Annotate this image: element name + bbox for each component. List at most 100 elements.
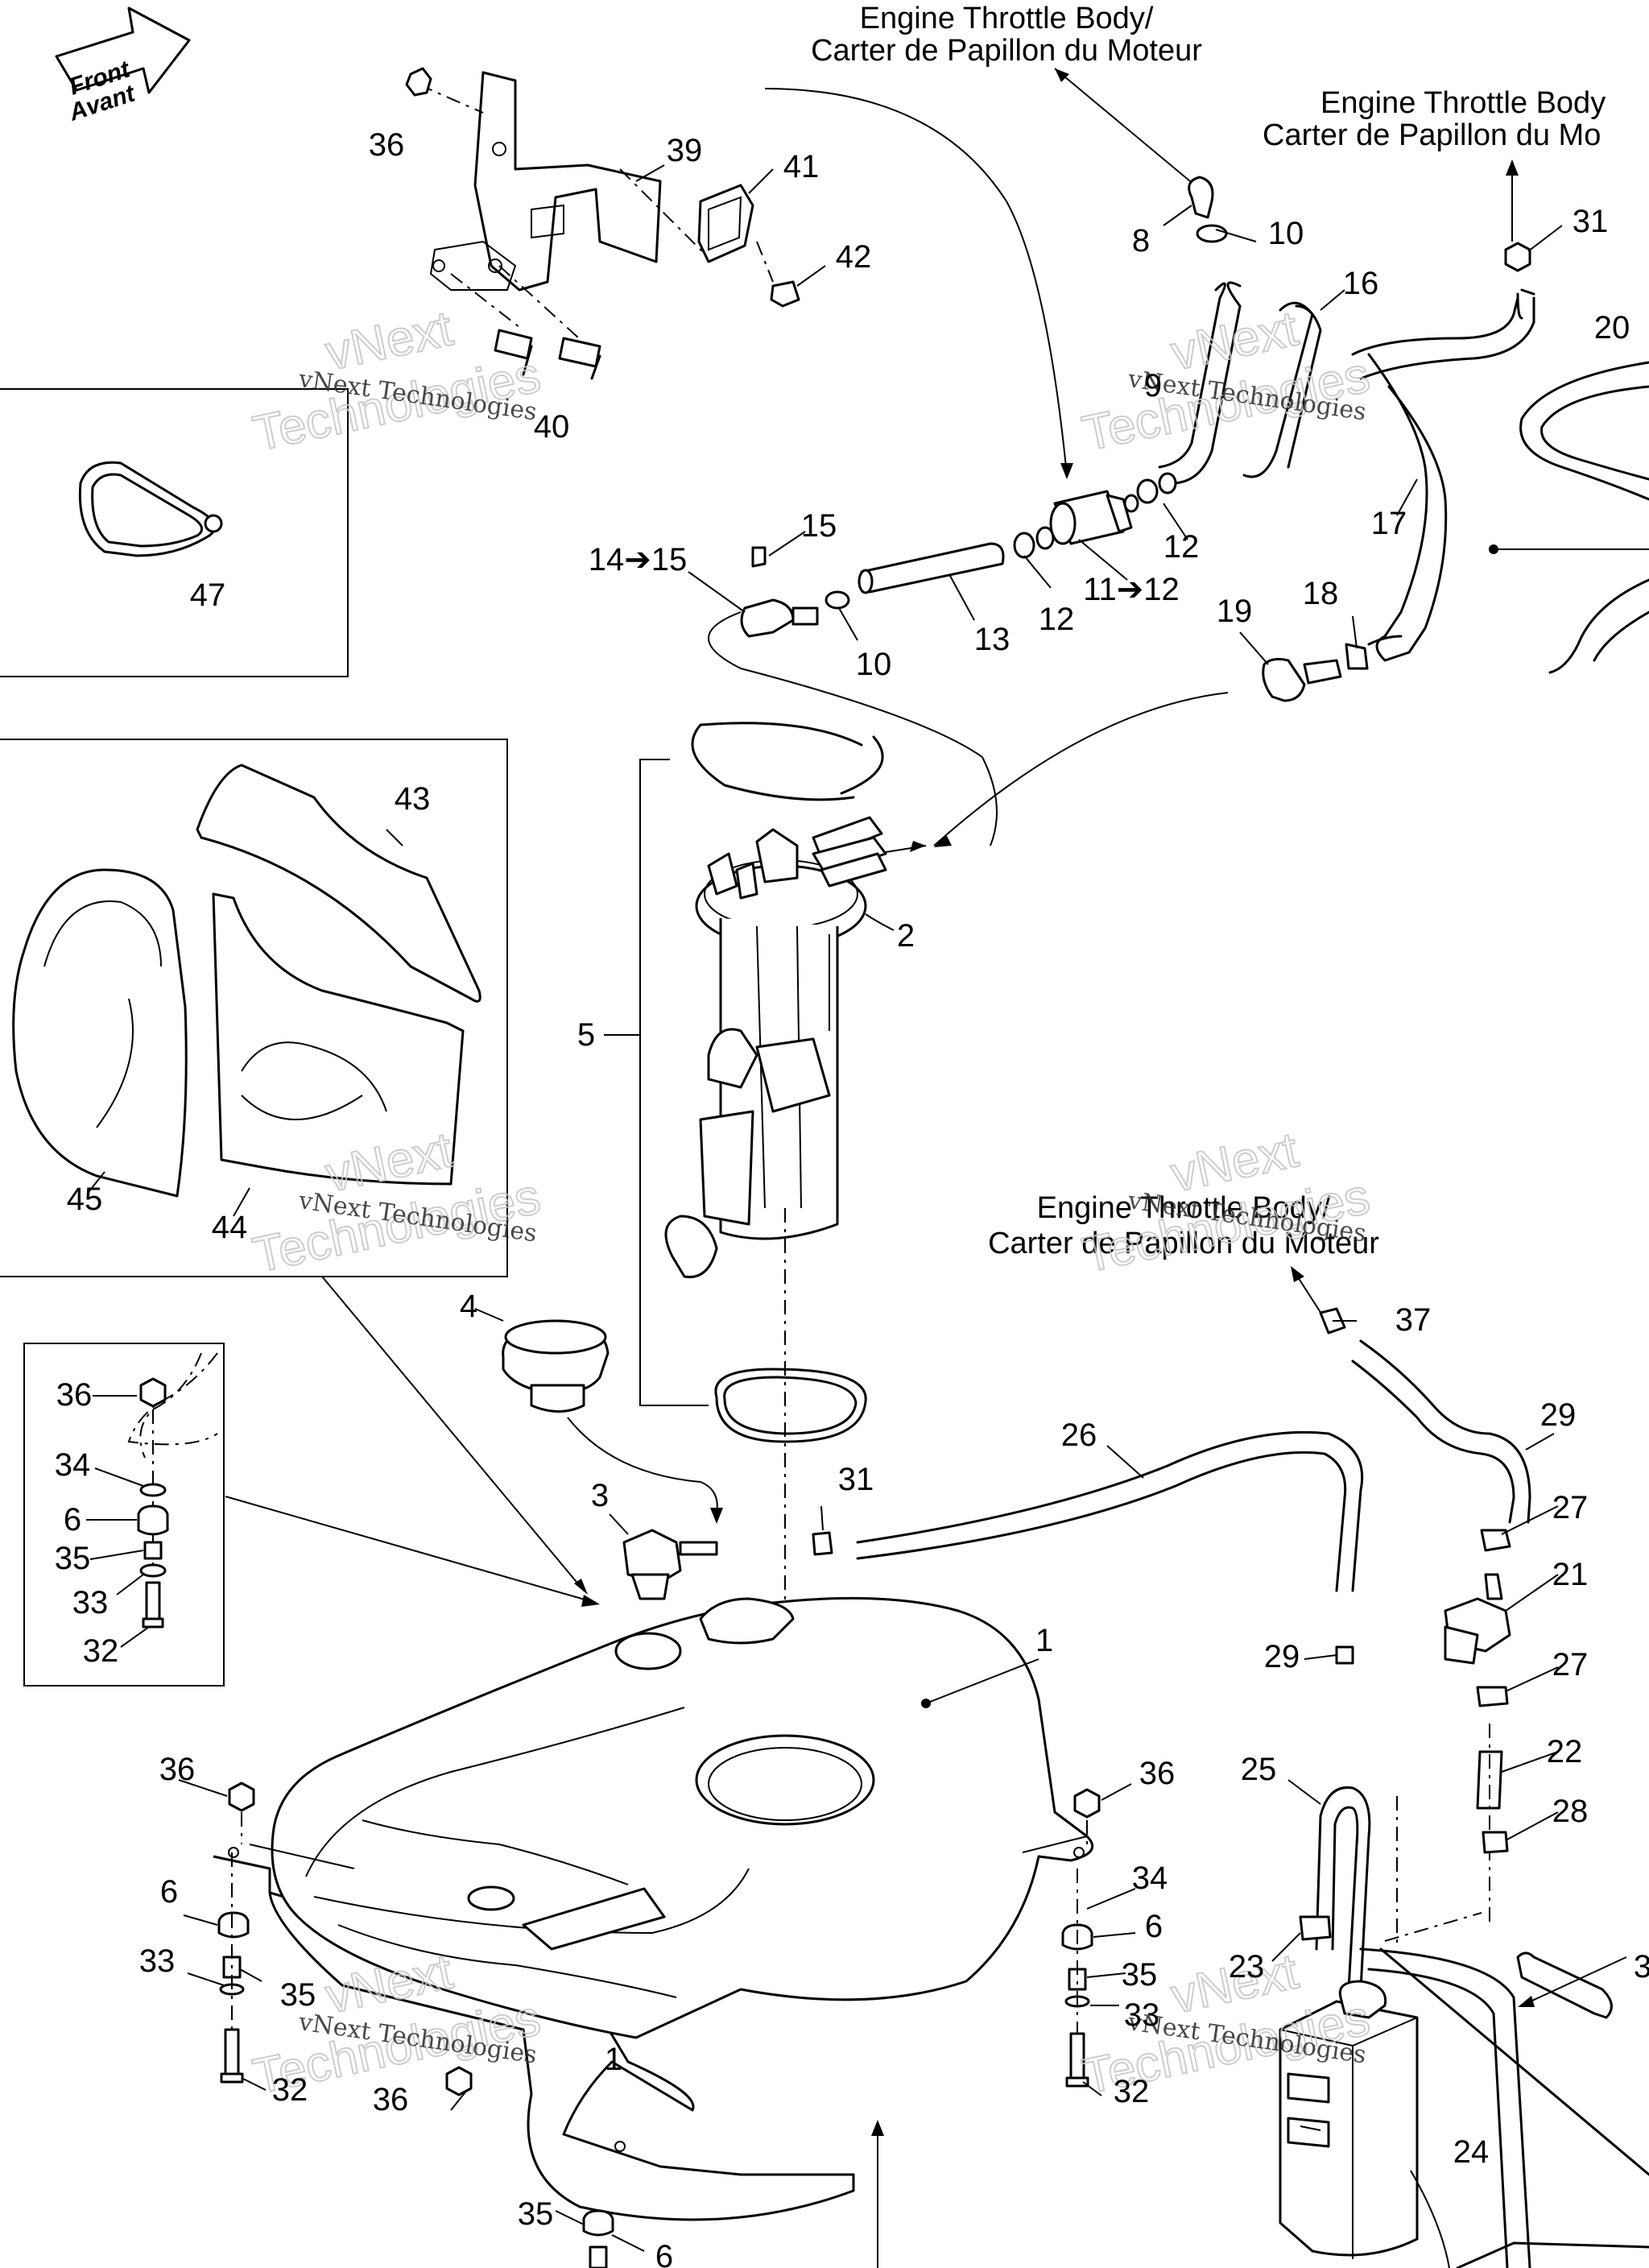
mount-right (1061, 1783, 1136, 2096)
label-32-right: 32 (1114, 2074, 1150, 2109)
label-12-left: 12 (1039, 602, 1075, 637)
label-6-right: 6 (1145, 1909, 1163, 1944)
nut-36-top (405, 67, 432, 97)
label-6-bottom: 6 (655, 2239, 673, 2268)
clamp-41 (697, 184, 754, 263)
label-29-lower: 29 (1264, 1639, 1300, 1674)
label-27-bottom: 27 (1552, 1647, 1589, 1682)
throttle-title-top-line1: Engine Throttle Body/ (860, 2, 1154, 35)
label-35-inset: 35 (55, 1541, 91, 1576)
throttle-title-right-line1: Engine Throttle Body (1320, 86, 1606, 120)
label-36-bottom: 36 (373, 2082, 409, 2117)
canister-24 (1279, 1980, 1450, 2268)
label-10-lower: 10 (856, 647, 892, 682)
clamp-27-top (1480, 1529, 1511, 1552)
fuel-pump-2 (664, 816, 927, 1279)
hose-9-16 (1158, 281, 1322, 485)
label-6-left: 6 (160, 1874, 178, 1910)
lock-ring (691, 722, 884, 801)
hose-lines-right (1359, 1796, 1649, 2268)
label-37: 37 (1395, 1302, 1432, 1338)
hose-17 (1351, 296, 1535, 662)
label-39: 39 (667, 133, 703, 168)
label-5: 5 (577, 1017, 595, 1053)
label-9: 9 (1144, 368, 1162, 404)
valve-3 (609, 1513, 718, 1600)
throttle-title-mid-line2: Carter de Papillon du Moteur (988, 1227, 1379, 1260)
label-28: 28 (1552, 1794, 1589, 1829)
label-41: 41 (783, 149, 820, 184)
label-14-15: 14➔15 (589, 542, 688, 577)
throttle-title-right: Engine Throttle Body Carter de Papillon … (1263, 86, 1606, 242)
inset-box-47 (0, 388, 349, 677)
label-4: 4 (460, 1289, 477, 1324)
inset-box-mount (23, 1343, 600, 1687)
label-2: 2 (897, 918, 915, 954)
label-6-inset: 6 (64, 1502, 81, 1538)
front-arrow: Front Avant (55, 6, 191, 126)
throttle-title-right-line2: Carter de Papillon du Mo (1263, 118, 1601, 152)
clamp-28 (1482, 1831, 1509, 1854)
label-45: 45 (67, 1182, 103, 1217)
bracket-39 (418, 71, 709, 347)
throttle-title-top: Engine Throttle Body/ Carter de Papillon… (811, 2, 1202, 190)
label-21: 21 (1552, 1557, 1589, 1592)
inset-box-shields (0, 739, 508, 1277)
label-20: 20 (1594, 310, 1630, 346)
label-33-left: 33 (139, 1943, 176, 1979)
hose-13 (858, 542, 1005, 594)
valve-21 (1444, 1573, 1511, 1665)
label-36-top: 36 (369, 127, 405, 163)
label-35-left: 35 (280, 1977, 316, 2013)
label-29-upper: 29 (1540, 1397, 1577, 1433)
mount-left (178, 1779, 267, 2091)
fuel-tank-1 (213, 1596, 1094, 2268)
label-22: 22 (1547, 1734, 1583, 1769)
screw-42 (756, 241, 800, 308)
label-34-right: 34 (1132, 1860, 1168, 1896)
fitting-31-top (1504, 242, 1535, 320)
filter-11 (1049, 490, 1139, 545)
hose-29-upper (1319, 1307, 1531, 1524)
label-1-bottom: 1 (605, 2042, 622, 2077)
bolts-40 (494, 329, 601, 380)
clamps-12 (1013, 472, 1177, 559)
label-8: 8 (1132, 223, 1150, 259)
fitting-8 (1163, 176, 1214, 226)
gasket-ring (714, 1368, 867, 1443)
label-19: 19 (1217, 594, 1253, 629)
fuel-cap-4 (474, 1308, 723, 1524)
label-26: 26 (1061, 1418, 1097, 1453)
label-10-top: 10 (1268, 216, 1304, 251)
part-labels: 36 39 41 42 40 47 8 10 16 31 20 9 17 12 … (55, 127, 1649, 2268)
label-47: 47 (190, 577, 226, 613)
label-42: 42 (836, 239, 872, 275)
hose-25 (1315, 1786, 1371, 1991)
label-11-12: 11➔12 (1083, 572, 1180, 607)
clamp-29-lower (1335, 1645, 1354, 1665)
clamp-10-top (1196, 224, 1228, 243)
label-36-right: 36 (1139, 1756, 1176, 1791)
hose-22 (1476, 1724, 1503, 1925)
leaders (635, 164, 1563, 1962)
label-31-mid: 31 (838, 1462, 874, 1497)
label-15: 15 (801, 508, 837, 544)
label-32-left: 32 (272, 2072, 308, 2108)
label-36-left: 36 (159, 1752, 196, 1787)
label-23: 23 (1229, 1949, 1265, 1984)
label-1: 1 (1035, 1623, 1053, 1658)
shield-leaders (88, 829, 588, 1595)
hose-26 (812, 1430, 1364, 1592)
connector-18-19 (1262, 635, 1403, 702)
label-17: 17 (1371, 506, 1407, 541)
label-3-right: 3 (1634, 1949, 1649, 1984)
label-25: 25 (1241, 1752, 1277, 1787)
throttle-title-mid: Engine Throttle Body/ Carter de Papillon… (988, 1191, 1379, 1326)
label-27-top: 27 (1552, 1490, 1589, 1525)
clamp-10-lower (824, 590, 850, 610)
label-24: 24 (1453, 2134, 1490, 2170)
label-44: 44 (212, 1210, 248, 1245)
label-33-inset: 33 (72, 1585, 109, 1620)
